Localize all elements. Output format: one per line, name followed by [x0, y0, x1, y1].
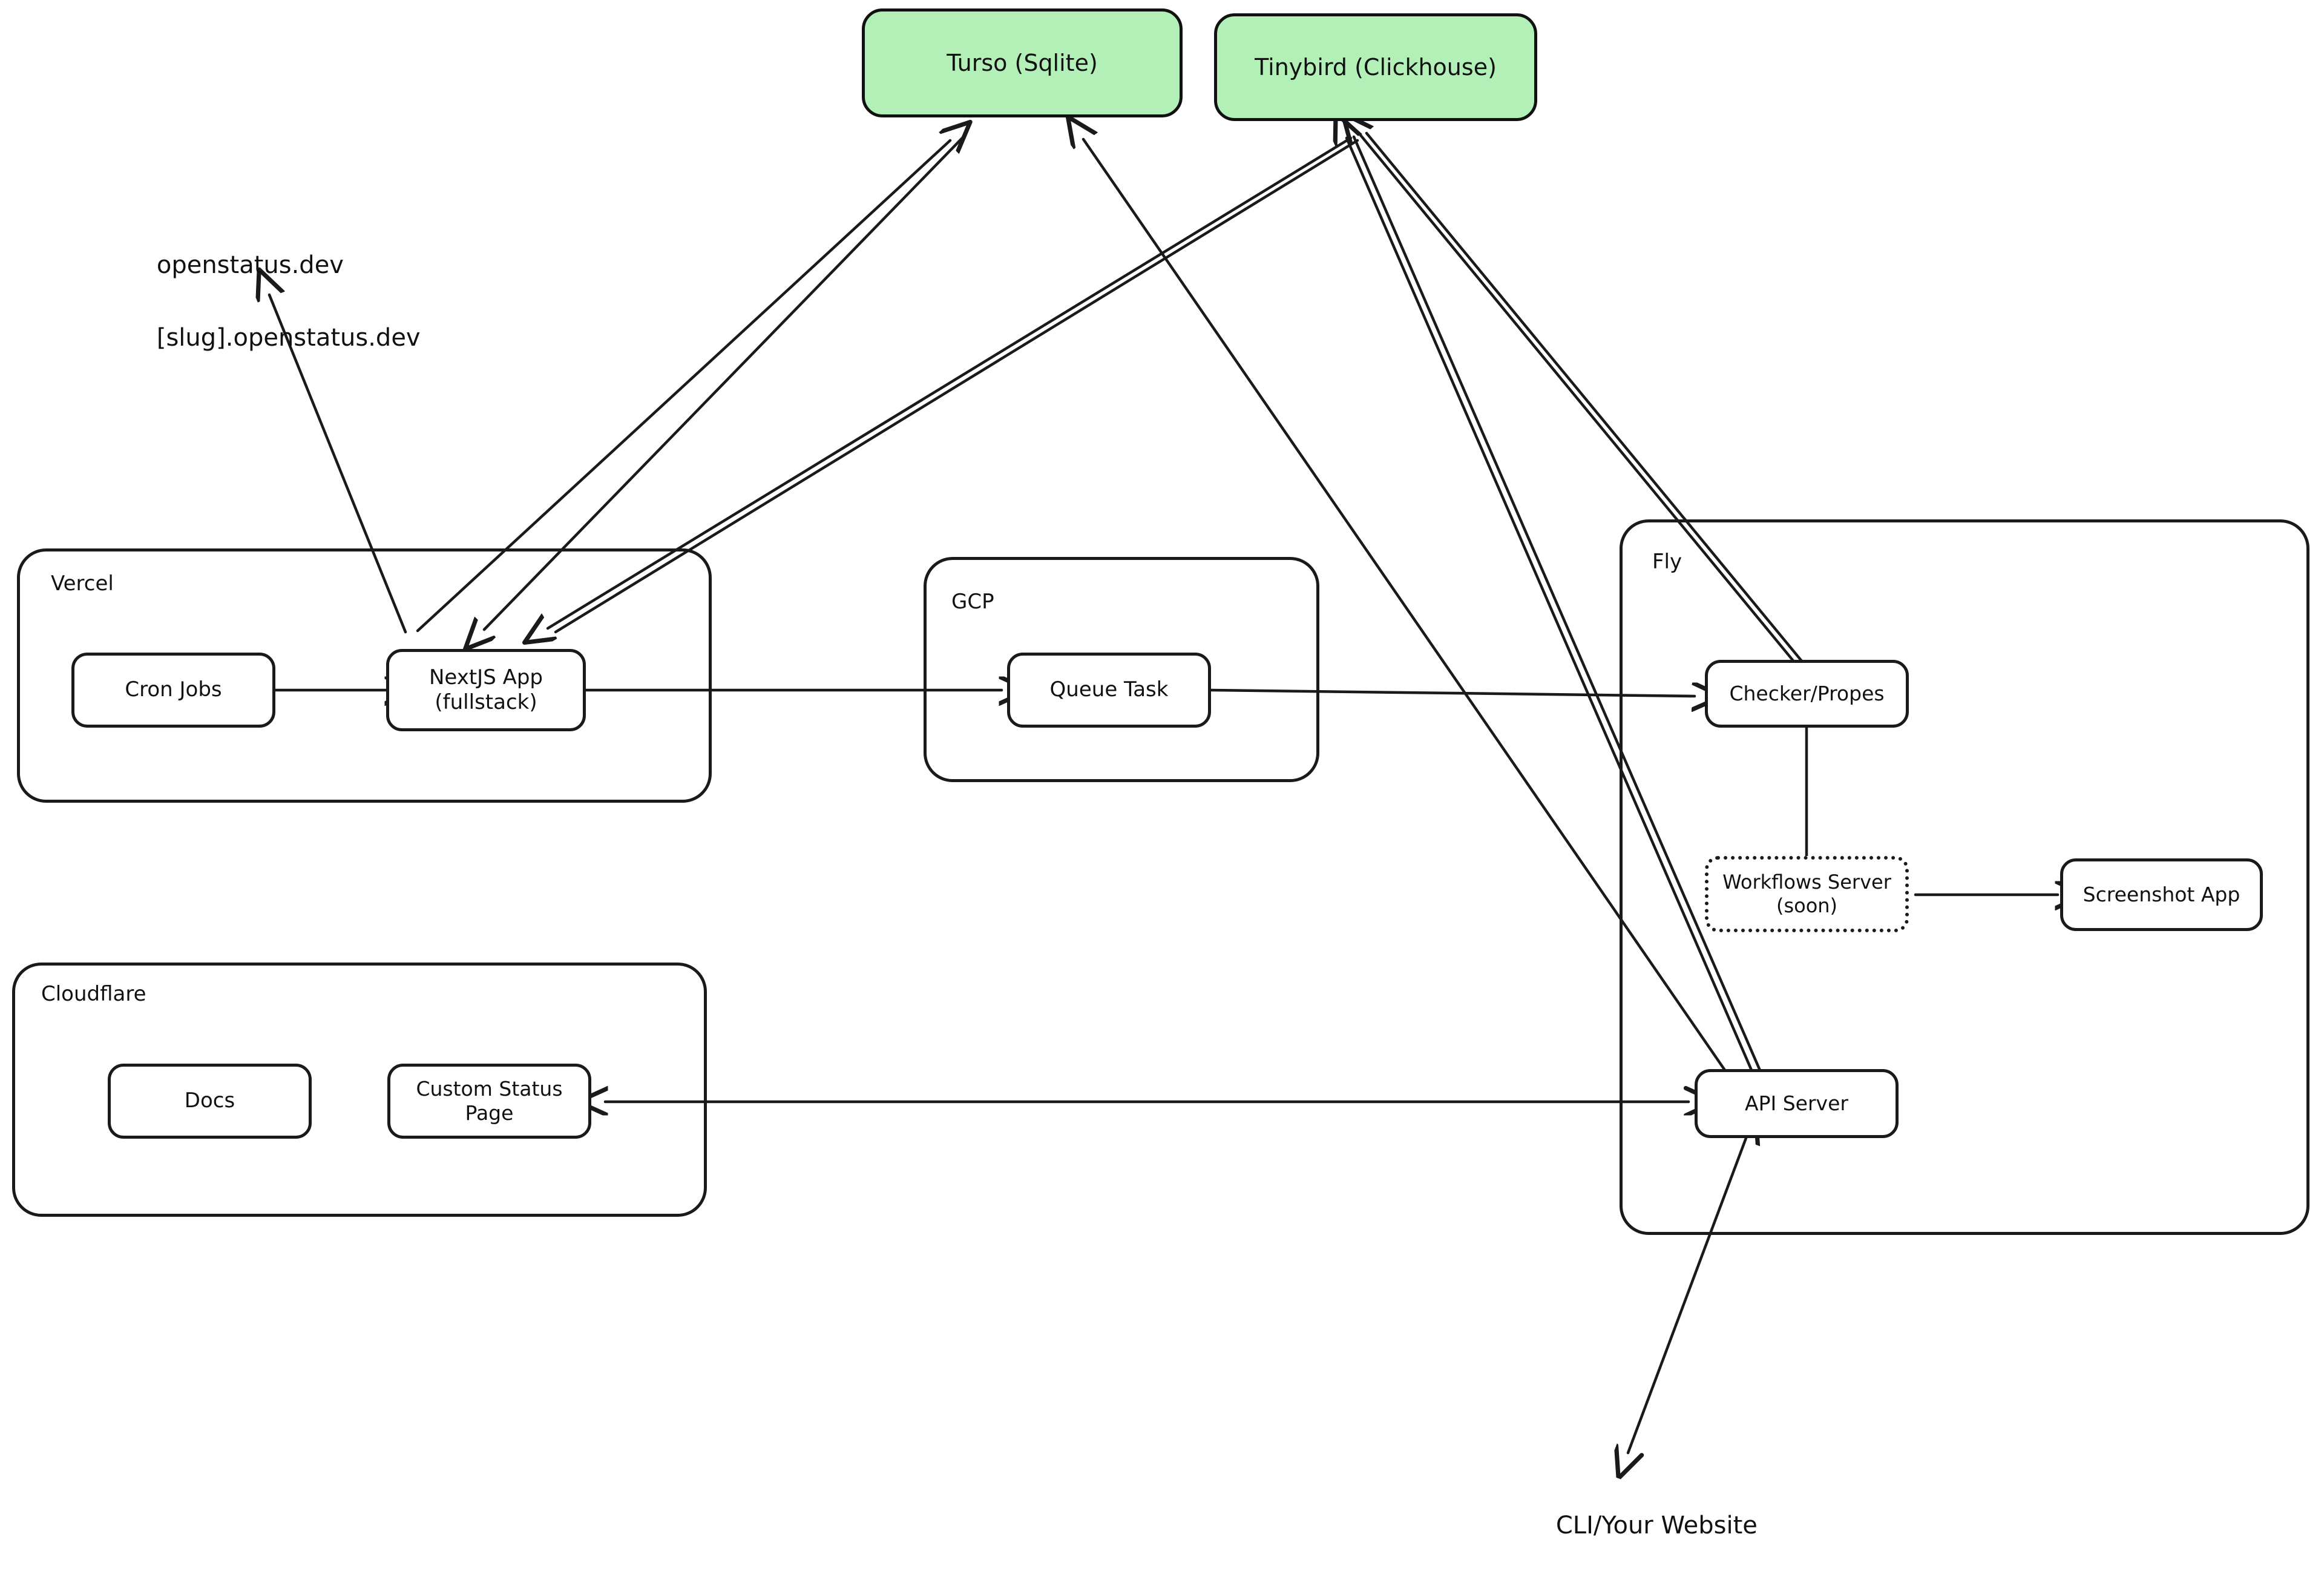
group-gcp	[924, 557, 1319, 782]
node-checker-propes[interactable]: Checker/Propes	[1705, 660, 1909, 728]
domains-label: openstatus.dev [slug].openstatus.dev	[126, 211, 421, 392]
node-api-server-label: API Server	[1745, 1091, 1848, 1115]
group-cloudflare-label: Cloudflare	[41, 982, 146, 1006]
node-api-server[interactable]: API Server	[1695, 1069, 1899, 1138]
node-queue-task-label: Queue Task	[1049, 677, 1169, 702]
edge-queue-to-checker	[1209, 690, 1695, 696]
node-custom-status-page[interactable]: Custom Status Page	[387, 1064, 591, 1139]
node-workflows-server[interactable]: Workflows Server (soon)	[1705, 856, 1909, 932]
group-gcp-label: GCP	[951, 590, 994, 614]
edge-api-to-tinybird	[1347, 138, 1754, 1073]
edge-checker-to-tinybird-2	[1365, 131, 1807, 667]
node-docs[interactable]: Docs	[108, 1064, 312, 1139]
node-queue-task[interactable]: Queue Task	[1007, 653, 1211, 728]
node-custom-status-page-label: Custom Status Page	[416, 1076, 563, 1125]
node-tinybird-label: Tinybird (Clickhouse)	[1255, 53, 1497, 81]
node-workflows-server-label: Workflows Server (soon)	[1722, 870, 1891, 917]
node-checker-propes-label: Checker/Propes	[1729, 681, 1885, 705]
edge-checker-to-tinybird	[1360, 134, 1799, 668]
group-fly	[1620, 519, 2309, 1235]
group-fly-label: Fly	[1652, 550, 1682, 574]
node-cron-jobs[interactable]: Cron Jobs	[71, 653, 275, 728]
node-tinybird[interactable]: Tinybird (Clickhouse)	[1214, 13, 1537, 121]
connector-layer	[0, 0, 2324, 1511]
edge-nextjs-to-domains	[269, 295, 407, 634]
client-label: CLI/Your Website	[1525, 1471, 1758, 1580]
node-docs-label: Docs	[184, 1088, 235, 1113]
node-nextjs-app-label: NextJS App (fullstack)	[428, 665, 543, 714]
edge-api-to-tinybird-2	[1352, 135, 1762, 1072]
node-turso[interactable]: Turso (Sqlite)	[862, 8, 1183, 117]
node-turso-label: Turso (Sqlite)	[947, 49, 1098, 76]
node-nextjs-app[interactable]: NextJS App (fullstack)	[386, 649, 586, 731]
edge-turso-to-nextjs-b	[484, 136, 964, 630]
edge-client-to-api	[1628, 1138, 1746, 1453]
node-screenshot-app[interactable]: Screenshot App	[2060, 858, 2263, 931]
domains-line-1: openstatus.dev	[156, 251, 344, 279]
node-screenshot-app-label: Screenshot App	[2083, 882, 2240, 906]
domains-line-2: [slug].openstatus.dev	[156, 324, 421, 352]
client-line-1: CLI/Your Website	[1555, 1512, 1758, 1539]
group-vercel-label: Vercel	[51, 571, 114, 596]
edge-tinybird-to-nextjs	[548, 136, 1353, 628]
group-vercel	[17, 548, 712, 803]
node-cron-jobs-label: Cron Jobs	[125, 677, 222, 702]
diagram-canvas: openstatus.dev [slug].openstatus.dev CLI…	[0, 0, 2324, 1539]
